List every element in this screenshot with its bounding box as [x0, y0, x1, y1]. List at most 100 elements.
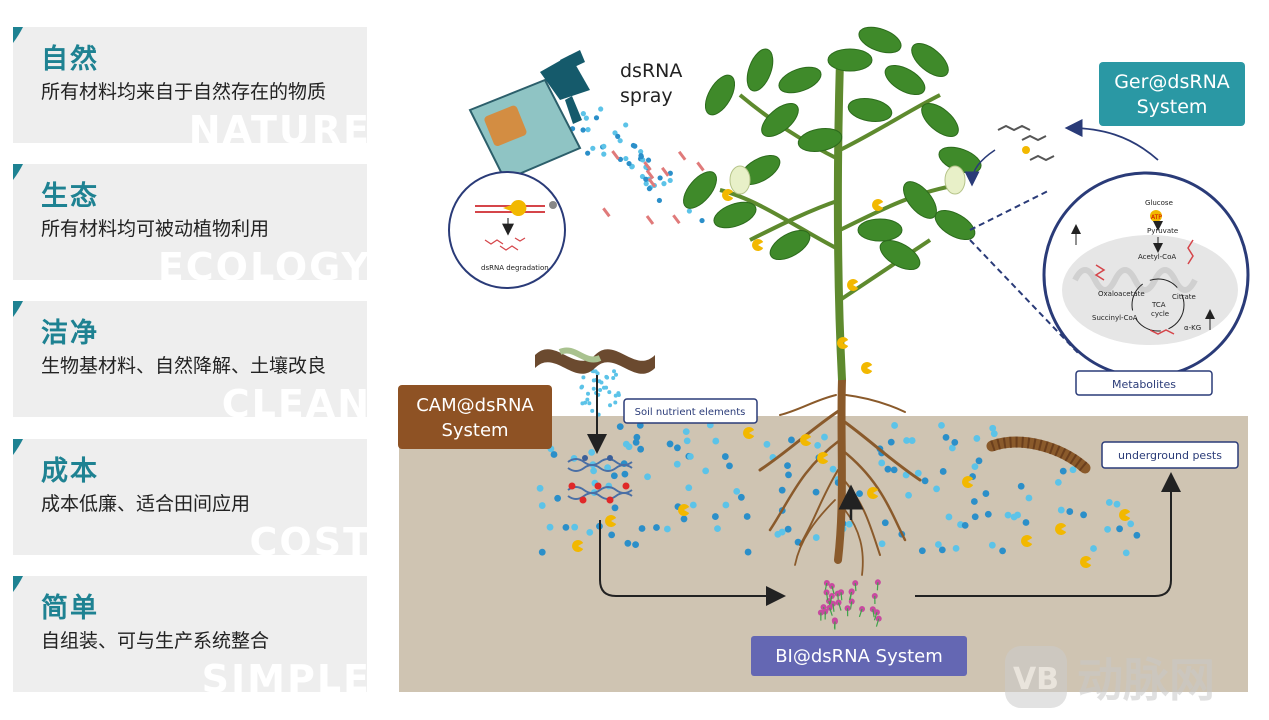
cell-arrow [964, 149, 996, 187]
particle-dot [733, 487, 741, 495]
particle-dot [785, 471, 792, 479]
particle-dot [550, 451, 558, 458]
bi-label: BI@dsRNA System [775, 646, 943, 667]
dsrna-dash [611, 150, 620, 160]
particle-dot [891, 422, 898, 429]
ger-system-box [1099, 62, 1245, 126]
bi-system-box [751, 636, 967, 676]
bi-link [831, 585, 835, 595]
particle-dot [814, 441, 822, 449]
particle-dot [1066, 508, 1074, 515]
particle-dot [685, 484, 693, 492]
soil-nutrient-box [623, 398, 758, 424]
right-flow-arrow [915, 472, 1181, 597]
particle-dot [588, 448, 596, 456]
particle-dot [856, 490, 863, 498]
path-citrate: Citrate [1172, 293, 1196, 301]
bi-link [849, 601, 853, 610]
feature-card-ecology: ECOLOGY 生态 所有材料均可被动植物利用 [13, 164, 367, 280]
particle-dot [1069, 466, 1077, 474]
particle-dot [667, 177, 673, 184]
particle-dot [702, 467, 710, 475]
dsrna-dash [696, 161, 705, 172]
particle-dot [1116, 525, 1123, 533]
particle-dot [538, 548, 546, 556]
particle-dot [744, 548, 752, 556]
leaf [683, 171, 717, 209]
particle-dot [784, 525, 792, 533]
particle-dot [689, 501, 697, 509]
pacman-particle [817, 452, 829, 465]
particle-dot [778, 486, 786, 494]
corner-mark [13, 301, 23, 317]
particle-dot [984, 510, 992, 518]
particle-dot [598, 106, 604, 112]
card-title: 生态 [41, 181, 99, 212]
particle-dot [934, 541, 942, 548]
particle-dot [615, 133, 621, 139]
particle-dot [948, 444, 956, 452]
particle-dot [581, 375, 586, 380]
bi-link [829, 607, 833, 616]
particle-dot [608, 531, 616, 539]
pacman-particle [837, 337, 849, 349]
bi-link [873, 612, 878, 621]
particle-dot [1017, 482, 1025, 490]
particle-dot [970, 498, 978, 505]
particle-dot [613, 400, 618, 405]
pacman-particle [743, 427, 755, 440]
particle-dot [653, 524, 660, 531]
card-bg-word: NATURE [188, 108, 367, 143]
bi-cluster [817, 579, 882, 630]
particle-dot [938, 421, 945, 429]
ger-label-1: Ger@dsRNA [1114, 71, 1230, 93]
leaf [761, 103, 799, 137]
particle-dot [616, 423, 624, 431]
particle-dot [1122, 549, 1130, 557]
cam-system-box [398, 385, 552, 449]
particle-dot [590, 467, 598, 475]
particle-dot [608, 403, 613, 408]
particle-dot [989, 424, 997, 432]
particle-dot [722, 501, 730, 509]
particle-dot [999, 547, 1006, 555]
particle-dot [908, 437, 916, 444]
leaf [884, 64, 926, 96]
card-desc: 生物基材料、自然降解、土壤改良 [41, 355, 327, 377]
particle-dot [812, 488, 820, 496]
particle-dot [721, 453, 729, 460]
particle-dot [938, 546, 946, 554]
particle-dot [617, 138, 623, 144]
particle-dot [644, 473, 651, 481]
pacman-particles [572, 189, 1131, 568]
watermark-logo: VB [1013, 662, 1059, 697]
feature-card-simple: SIMPLE 简单 自组装、可与生产系统整合 [13, 576, 367, 692]
mitochondria-inset: Glucose ATP Pyruvate Acetyl-CoA Oxaloace… [969, 171, 1250, 379]
particle-dot [604, 464, 612, 472]
particle-dot [1104, 525, 1111, 533]
path-atp: ATP [1151, 214, 1162, 221]
particle-dot [918, 547, 926, 555]
particle-dot [921, 477, 929, 485]
soil-nutrient-label: Soil nutrient elements [635, 407, 746, 418]
particle-dot [686, 453, 694, 460]
particle-dot [988, 541, 996, 549]
dsrna-dash [661, 166, 670, 177]
particle-dot [778, 528, 786, 536]
dsrna-dash [677, 150, 687, 161]
degradation-inset: dsRNA degradation [448, 171, 566, 289]
particle-dot [583, 400, 588, 405]
particle-dot [1059, 467, 1067, 475]
particle-dot [614, 372, 619, 377]
corner-mark [13, 439, 23, 455]
particle-dot [1127, 520, 1135, 528]
particle-dot [1080, 511, 1087, 519]
bi-link [872, 609, 875, 618]
pacman-particle [847, 279, 859, 291]
particle-dot [1022, 519, 1030, 526]
pacman-particle [605, 515, 617, 528]
path-pyruvate: Pyruvate [1147, 227, 1178, 235]
particle-dot [1025, 494, 1033, 502]
leaf [857, 218, 903, 242]
